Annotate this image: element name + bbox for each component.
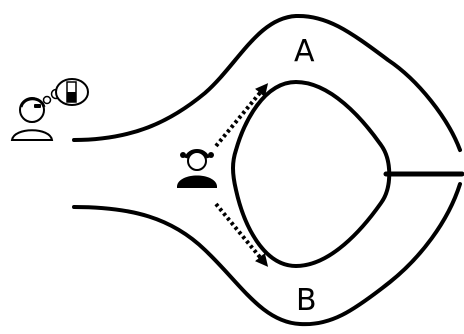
outer-wall-top (72, 13, 462, 152)
subject-person-icon (177, 149, 217, 188)
observer-person-icon (10, 97, 54, 141)
label-b: B (296, 283, 317, 318)
outer-wall-bottom (72, 182, 462, 327)
label-a: A (294, 34, 315, 69)
inner-island (231, 80, 392, 268)
half-filled-card-icon (66, 81, 77, 103)
thought-bubble-icon (42, 78, 89, 106)
arrow-to-a (214, 83, 269, 148)
arrow-to-b (214, 202, 269, 267)
